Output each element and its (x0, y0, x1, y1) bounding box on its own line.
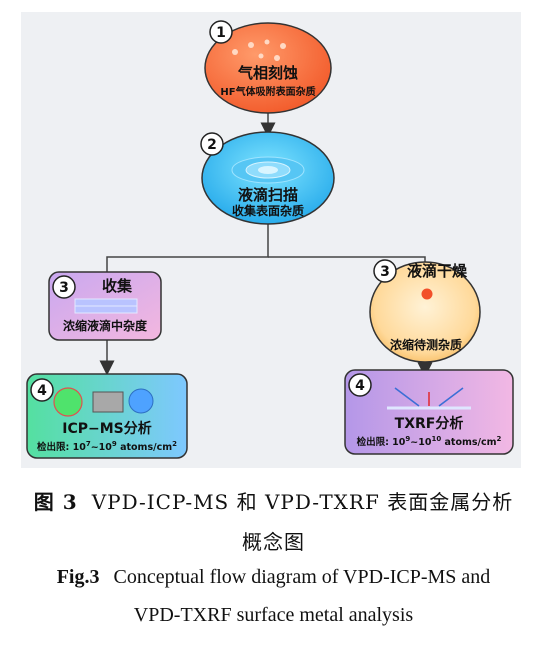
droplet-icon (258, 166, 278, 174)
step-number: 2 (207, 137, 217, 153)
caption-zh-label: 图 3 (33, 490, 78, 514)
flow-diagram: 1 气相刻蚀 HF气体吸附表面杂质 2 液滴扫描 收集表面杂质 3 收集 浓缩液… (21, 12, 521, 468)
residue-dot-icon (421, 288, 433, 300)
xray-beam-icon (394, 387, 420, 407)
node-title: ICP−MS分析 (62, 420, 152, 437)
particle-icon (258, 53, 264, 59)
step-badge (209, 20, 233, 44)
caption-zh-line2: 概念图 (242, 530, 305, 554)
step-badge (200, 132, 224, 156)
step-badge (373, 259, 397, 283)
node-txrf: 4 TXRF分析 检出限: 109~1010 atoms/cm2 (344, 369, 514, 455)
fluorescence-beam-icon (438, 387, 464, 407)
node-subtitle: 浓缩液滴中杂度 (63, 318, 148, 333)
node-title: TXRF分析 (395, 415, 464, 432)
node-title: 收集 (102, 277, 133, 295)
step-badge (348, 373, 372, 397)
step-number: 4 (37, 383, 47, 399)
mass-spectrometer-icon (92, 391, 124, 413)
particle-icon (264, 39, 270, 45)
particle-icon (280, 43, 286, 49)
step-number: 4 (355, 378, 365, 394)
caption-en-line2: VPD-TXRF surface metal analysis (133, 604, 414, 626)
step-badge (52, 275, 76, 299)
node-title: 液滴扫描 (238, 186, 298, 204)
node-icp-ms: 4 ICP−MS分析 检出限: 107~109 atoms/cm2 (26, 373, 188, 459)
step-badge (30, 378, 54, 402)
node-subtitle: HF气体吸附表面杂质 (220, 85, 315, 98)
node-title: 液滴干燥 (407, 262, 468, 280)
detection-limit: 检出限: 107~109 atoms/cm2 (37, 440, 177, 453)
caption-en-text: Conceptual flow diagram of VPD-ICP-MS an… (113, 566, 491, 588)
node-subtitle: 收集表面杂质 (232, 203, 304, 218)
particle-icon (248, 42, 254, 48)
node-droplet-dry: 3 液滴干燥 浓缩待测杂质 (369, 259, 481, 363)
node-collect: 3 收集 浓缩液滴中杂度 (48, 271, 162, 341)
particle-icon (274, 55, 280, 61)
caption-zh-line1: 图 3 VPD-ICP-MS 和 VPD-TXRF 表面金属分析 (0, 486, 547, 515)
node-droplet-scan: 2 液滴扫描 收集表面杂质 (200, 131, 335, 225)
step-number: 1 (216, 25, 226, 41)
detector-icon (128, 388, 154, 414)
caption-zh-text: VPD-ICP-MS 和 VPD-TXRF 表面金属分析 (91, 490, 514, 514)
detection-limit: 检出限: 109~1010 atoms/cm2 (357, 435, 502, 448)
particle-icon (232, 49, 238, 55)
caption-en-line1: Fig.3 Conceptual flow diagram of VPD-ICP-… (0, 566, 547, 589)
node-vapor-etch: 1 气相刻蚀 HF气体吸附表面杂质 (204, 20, 332, 114)
plasma-icon (53, 387, 83, 417)
step-number: 3 (59, 280, 69, 296)
node-title: 气相刻蚀 (237, 64, 298, 82)
step-number: 3 (380, 264, 390, 280)
connector-2-3a (106, 224, 269, 272)
node-subtitle: 浓缩待测杂质 (390, 337, 462, 352)
caption-en-label: Fig.3 (56, 566, 100, 588)
